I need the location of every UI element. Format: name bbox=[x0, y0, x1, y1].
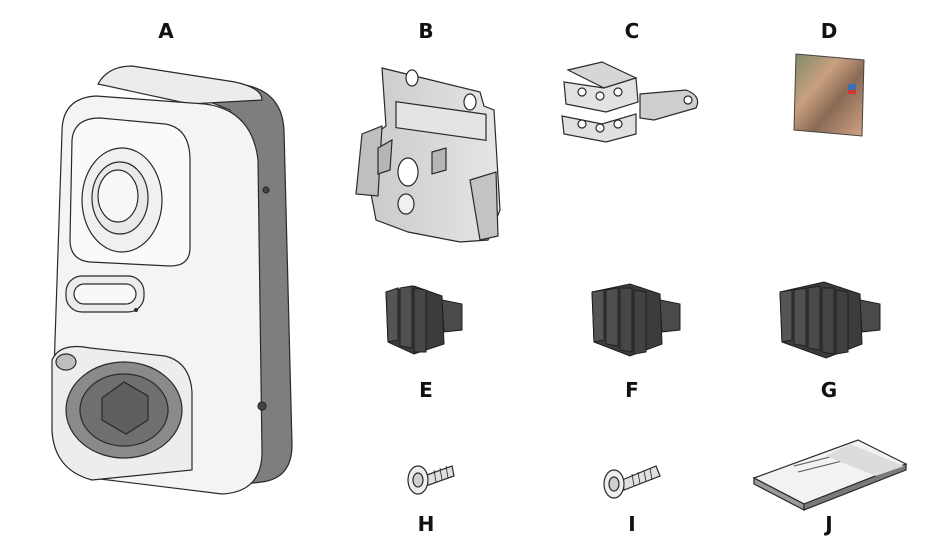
connector-3-pole-icon bbox=[385, 285, 463, 355]
label-a: A bbox=[158, 19, 174, 43]
documentation-icon bbox=[752, 439, 908, 511]
mounting-bracket-icon bbox=[355, 67, 501, 243]
long-screw-icon bbox=[603, 465, 661, 499]
label-c: C bbox=[624, 19, 640, 43]
label-d: D bbox=[820, 19, 838, 43]
label-i: I bbox=[628, 512, 636, 536]
charging-station-icon bbox=[51, 65, 293, 495]
rfid-card-icon bbox=[793, 53, 865, 137]
short-screw-icon bbox=[407, 465, 455, 495]
label-j: J bbox=[825, 512, 833, 536]
connector-5-pole-icon bbox=[779, 281, 881, 359]
connector-4-pole-icon bbox=[591, 283, 681, 357]
label-f: F bbox=[625, 378, 639, 402]
label-e: E bbox=[419, 378, 433, 402]
label-b: B bbox=[418, 19, 434, 43]
label-h: H bbox=[417, 512, 435, 536]
label-g: G bbox=[820, 378, 838, 402]
cable-holder-icon bbox=[561, 61, 699, 143]
